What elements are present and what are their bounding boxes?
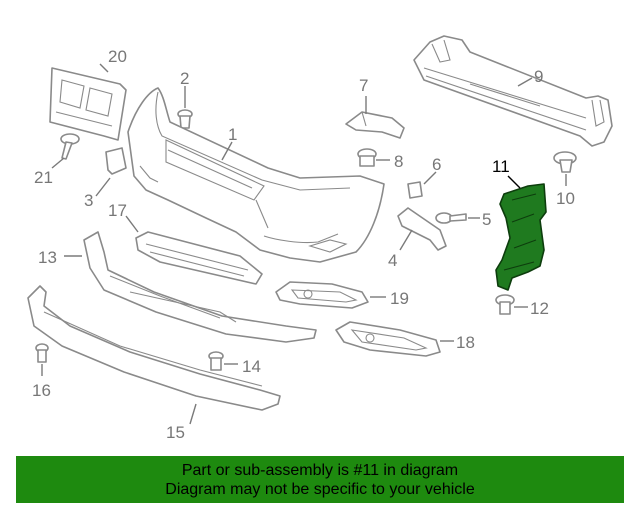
- leader-9: [517, 77, 533, 87]
- parts-diagram: 20 21 2 3 1 7 8: [27, 35, 613, 442]
- callout-21: 21: [34, 168, 53, 187]
- part-14-clip: [208, 351, 224, 371]
- callout-6: 6: [432, 155, 441, 174]
- callout-14: 14: [242, 357, 261, 376]
- part-18-fog-garnish: [335, 321, 441, 357]
- callout-12: 12: [530, 299, 549, 318]
- callout-11: 11: [492, 157, 510, 176]
- leader-11: [507, 175, 521, 189]
- callout-5: 5: [482, 210, 491, 229]
- part-6-clip: [407, 181, 423, 199]
- leader-20: [99, 63, 109, 73]
- part-16-clip: [35, 343, 49, 363]
- callout-16: 16: [32, 381, 51, 400]
- part-4-bracket: [397, 207, 447, 251]
- banner-line-2: Diagram may not be specific to your vehi…: [165, 481, 475, 498]
- part-5-screw: [435, 212, 467, 224]
- callout-3: 3: [84, 191, 93, 210]
- part-1-bumper-cover: [127, 87, 385, 263]
- banner-line-1: Part or sub-assembly is #11 in diagram: [181, 462, 459, 479]
- part-7-bracket: [345, 111, 405, 139]
- leader-6: [423, 171, 437, 185]
- leader-1: [221, 141, 233, 161]
- part-17-lower-grille: [135, 231, 263, 285]
- part-2-clip: [177, 109, 193, 129]
- part-8-grommet: [357, 148, 377, 167]
- callout-7: 7: [359, 76, 368, 95]
- leader-3: [95, 177, 111, 197]
- part-13-lower-cover: [83, 231, 317, 343]
- callout-4: 4: [388, 251, 397, 270]
- callout-8: 8: [394, 152, 403, 171]
- part-15-lower-spoiler: [27, 285, 281, 411]
- callout-1: 1: [228, 125, 237, 144]
- callout-18: 18: [456, 333, 475, 352]
- part-9-reinforcement-beam: [413, 35, 613, 147]
- callout-10: 10: [556, 189, 575, 208]
- callout-17: 17: [108, 201, 127, 220]
- part-21-screw: [60, 133, 80, 160]
- callout-9: 9: [534, 67, 543, 86]
- callout-2: 2: [180, 69, 189, 88]
- part-10-bolt: [553, 151, 577, 173]
- info-banner: Part or sub-assembly is #11 in diagram D…: [16, 456, 624, 503]
- part-11-side-bracket: [495, 183, 547, 291]
- part-20-license-bracket: [49, 67, 127, 141]
- part-19-fog-garnish: [275, 281, 369, 309]
- leader-17: [125, 215, 139, 233]
- callout-13: 13: [38, 248, 57, 267]
- callout-20: 20: [108, 47, 127, 66]
- callout-15: 15: [166, 423, 185, 442]
- leader-21: [51, 157, 65, 169]
- callout-19: 19: [390, 289, 409, 308]
- leader-4: [399, 229, 413, 251]
- part-12-bolt: [495, 294, 515, 315]
- leader-15: [189, 403, 197, 425]
- part-3-bracket: [105, 147, 127, 175]
